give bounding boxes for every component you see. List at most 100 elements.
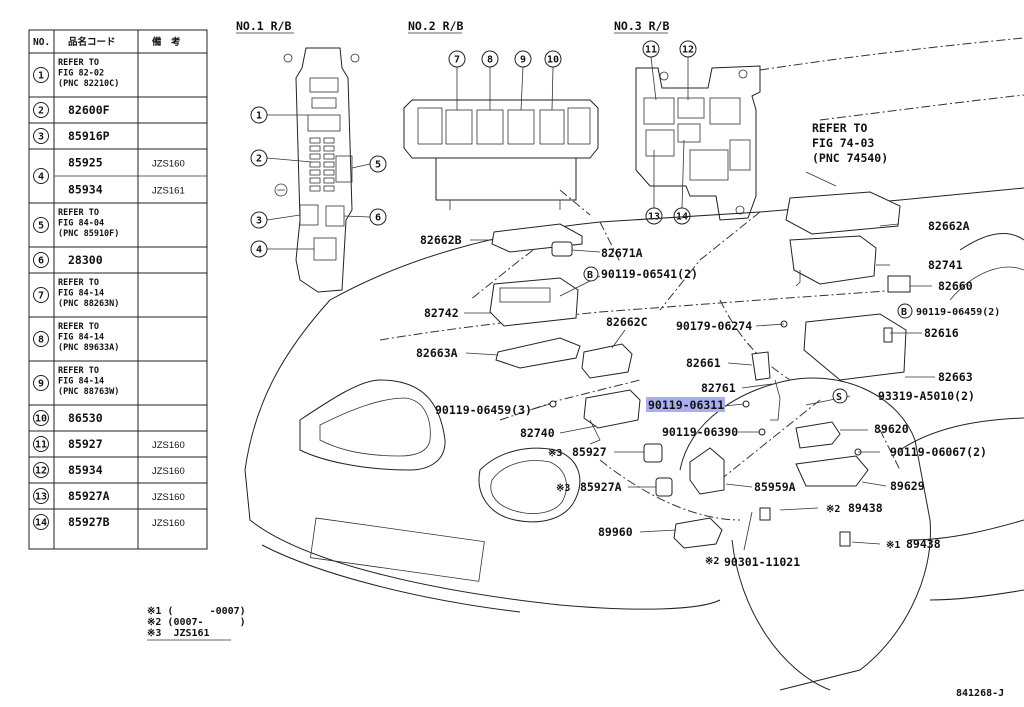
callout-circle	[369, 155, 387, 173]
label-90119-06459-3: 90119-06459(3)	[435, 403, 532, 417]
row-number: 5	[38, 221, 44, 232]
row-code: 85927	[68, 437, 103, 451]
row-code: 85934	[68, 183, 103, 197]
callout-circle	[250, 106, 268, 124]
label-89960: 89960	[598, 525, 633, 539]
row-code-line: FIG 84-14	[58, 289, 104, 299]
label-93319-A5010: 93319-A5010(2)	[878, 389, 975, 403]
row-code-line: REFER TO	[58, 208, 99, 218]
callout-circle	[448, 50, 466, 68]
row-number: 9	[38, 379, 44, 390]
label-85927: 85927	[572, 445, 607, 459]
row-code: 85934	[68, 463, 103, 477]
callout-number: 5	[375, 160, 381, 171]
row-number: 10	[35, 414, 47, 425]
section-title-rb1: NO.1 R/B	[236, 19, 291, 33]
star1-marker: ※1	[886, 540, 900, 551]
callout-circle	[645, 207, 663, 225]
rb2-leaders	[456, 66, 554, 111]
row-note: JZS160	[152, 440, 185, 451]
callout-circle	[642, 40, 660, 58]
label-90119-06311: 90119-06311	[648, 398, 724, 412]
figure-id: 841268-J	[956, 688, 1004, 699]
label-85959A: 85959A	[754, 480, 796, 494]
row-number: 2	[38, 106, 44, 117]
label-90119-06067: 90119-06067(2)	[890, 445, 987, 459]
footnotes: ※1 ( -0007) ※2 (0007- ) ※3 JZS161	[147, 606, 246, 641]
callout-number: 9	[520, 55, 526, 66]
label-82742: 82742	[424, 306, 459, 320]
row-note: JZS160	[152, 466, 185, 477]
label-82741: 82741	[928, 258, 963, 272]
relay-block-3-drawing	[635, 65, 761, 221]
row-code: 85927A	[68, 489, 110, 503]
row-number-circle	[33, 102, 49, 118]
row-number-circle	[33, 410, 49, 426]
callout-number: 10	[547, 55, 559, 66]
label-82661: 82661	[686, 356, 721, 370]
row-number-circle	[33, 375, 49, 391]
label-89629: 89629	[890, 479, 925, 493]
label-89438-b: 89438	[906, 537, 941, 551]
label-90301-11021: 90301-11021	[724, 555, 800, 569]
label-90179-06274: 90179-06274	[676, 319, 752, 333]
row-number-circle	[33, 514, 49, 530]
row-number-circle	[33, 331, 49, 347]
marker-b2-text: B	[901, 307, 907, 318]
rb3-leaders	[650, 56, 689, 209]
refer-line-2: FIG 74-03	[812, 136, 874, 150]
row-number: 7	[38, 291, 44, 302]
row-number-circle	[33, 67, 49, 83]
callout-number: 12	[682, 45, 694, 56]
row-code-line: REFER TO	[58, 322, 99, 332]
row-code: 86530	[68, 411, 103, 425]
row-number-circle	[33, 488, 49, 504]
row-code-line: (PNC 82210C)	[58, 79, 119, 89]
row-number-circle	[33, 252, 49, 268]
marker-b1-text: B	[587, 270, 593, 281]
row-note: JZS160	[152, 518, 185, 529]
callout-number: 1	[256, 111, 262, 122]
row-note: JZS160	[152, 159, 185, 170]
table-header-no: NO.	[33, 37, 50, 48]
refer-line-3: (PNC 74540)	[812, 151, 888, 165]
rb1-leaders	[266, 114, 371, 250]
row-number: 1	[38, 71, 44, 82]
label-90119-06541: 90119-06541(2)	[601, 267, 698, 281]
label-82662C: 82662C	[606, 315, 648, 329]
row-number: 13	[35, 492, 47, 503]
row-number-circle	[33, 436, 49, 452]
callout-circle	[514, 50, 532, 68]
row-number: 12	[35, 466, 47, 477]
label-89620: 89620	[874, 422, 909, 436]
callout-number: 11	[645, 45, 657, 56]
table-row: 12 85934 JZS160	[29, 462, 207, 484]
row-code: 85916P	[68, 129, 110, 143]
row-number: 14	[35, 518, 47, 529]
star3-marker-a: ※3	[548, 448, 562, 459]
label-82662A: 82662A	[928, 219, 970, 233]
callout-number: 2	[256, 154, 262, 165]
row-code: 85925	[68, 156, 103, 170]
callout-circle	[250, 149, 268, 167]
label-82663: 82663	[938, 370, 973, 384]
label-82740: 82740	[520, 426, 555, 440]
marker-b1: B	[583, 266, 599, 282]
row-number: 8	[38, 335, 44, 346]
row-number: 4	[38, 172, 44, 183]
label-89438-a: 89438	[848, 501, 883, 515]
callout-number: 7	[454, 55, 460, 66]
row-number-circle	[33, 287, 49, 303]
table-header-code: 品名コード	[68, 36, 116, 48]
